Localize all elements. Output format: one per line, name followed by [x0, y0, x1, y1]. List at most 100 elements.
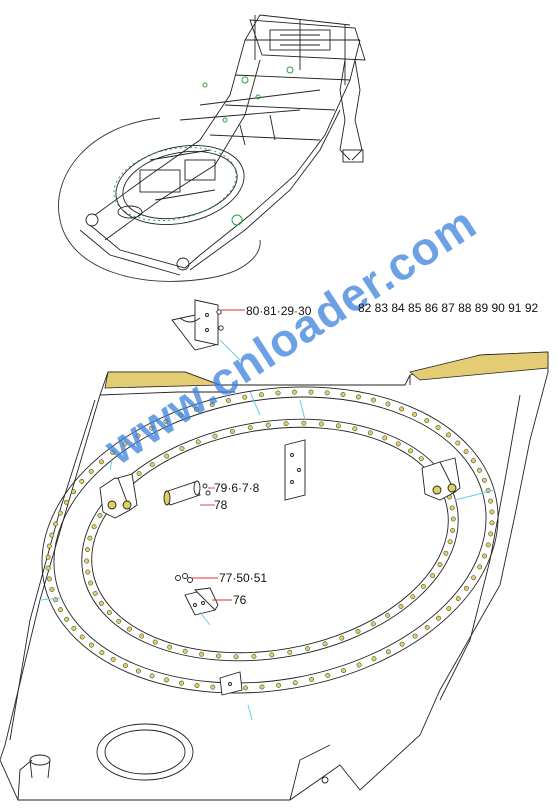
- bolt-hole: [225, 398, 231, 403]
- bolt-hole: [259, 684, 265, 690]
- bolt-hole: [488, 531, 494, 537]
- bolt-hole: [194, 683, 200, 688]
- clamp-left: [99, 473, 138, 519]
- bolt-hole: [164, 677, 169, 683]
- alignment-guides: [39, 339, 496, 721]
- bolt-hole: [179, 446, 185, 452]
- bolt-hole: [385, 649, 391, 655]
- bolt-hole: [265, 422, 271, 428]
- bolt-hole: [46, 576, 52, 582]
- bolt-hole: [355, 628, 361, 634]
- bolt-hole: [45, 554, 51, 560]
- bolt-hole: [412, 411, 418, 417]
- bolt-hole: [139, 633, 145, 639]
- bolt-hole: [79, 634, 85, 640]
- bolt-hole: [163, 418, 169, 424]
- bolt-hole: [455, 596, 461, 602]
- pin-part: [163, 480, 211, 506]
- bolt-hole: [339, 635, 345, 641]
- bolt-hole: [325, 672, 331, 678]
- bolt-hole: [88, 468, 94, 474]
- bolt-hole: [122, 441, 128, 447]
- bolt-hole: [247, 425, 253, 431]
- bolt-hole: [251, 653, 257, 659]
- bolt-hole: [352, 426, 358, 432]
- bolt-hole: [178, 412, 184, 418]
- bolt-hole: [356, 662, 362, 668]
- bolt-hole: [57, 510, 63, 516]
- bolt-hole: [449, 505, 455, 511]
- detail-magnifier: [58, 117, 261, 282]
- bolt-hole: [308, 389, 314, 395]
- bolt-hole: [324, 390, 330, 396]
- bolt-hole: [477, 564, 483, 570]
- bolt-hole: [471, 575, 477, 581]
- bolt-hole: [485, 542, 491, 548]
- bolt-hole: [182, 648, 188, 654]
- bolt-hole: [99, 459, 104, 465]
- bolt-hole: [322, 641, 328, 647]
- bolt-hole: [149, 462, 155, 467]
- bolt-hole: [399, 406, 405, 412]
- bolt-hole: [470, 458, 476, 464]
- bolt-hole: [420, 583, 426, 589]
- bolt-hole: [275, 390, 281, 396]
- bolt-hole: [164, 453, 170, 459]
- bolt-hole: [356, 394, 361, 400]
- callout-82-92: 82 83 84 85 86 87 88 89 90 91 92: [358, 301, 539, 315]
- bolt-hole: [122, 663, 128, 669]
- bolt-hole: [399, 641, 405, 647]
- bolt-hole: [412, 633, 418, 639]
- bolt-hole: [292, 680, 298, 686]
- chassis-frame: [79, 14, 366, 276]
- bolt-hole: [489, 520, 495, 526]
- bolt-hole: [243, 685, 248, 691]
- bolt-hole: [481, 477, 487, 483]
- slewing-ring: [41, 386, 499, 694]
- bolt-hole: [446, 432, 451, 438]
- bolt-hole: [450, 516, 456, 522]
- center-plate: [284, 439, 306, 501]
- bolt-hole: [195, 439, 201, 445]
- bolt-hole: [443, 550, 449, 556]
- bolt-hole: [152, 639, 158, 645]
- base-plate: [0, 351, 549, 801]
- bolt-hole: [371, 397, 376, 403]
- callout-80: 80·81·29·30: [246, 304, 312, 318]
- bolt-hole: [410, 594, 416, 600]
- bolt-hole: [430, 573, 435, 579]
- bolt-hole: [149, 425, 155, 431]
- callout-79: 79·6·7·8: [214, 481, 260, 495]
- bolt-hole: [287, 649, 293, 655]
- bolt-hole: [371, 656, 377, 662]
- accent-plates: [104, 351, 549, 389]
- bolt-hole: [450, 527, 456, 533]
- hinge-part: [175, 573, 219, 616]
- bolt-hole: [447, 539, 453, 545]
- bolt-hole: [91, 524, 97, 530]
- bolt-hole: [79, 478, 85, 484]
- bolt-hole: [424, 624, 430, 630]
- bracket-part: [171, 299, 224, 351]
- bolt-hole: [46, 543, 52, 549]
- bolt-hole: [482, 553, 487, 559]
- bolt-hole: [309, 677, 315, 682]
- bolt-hole: [167, 644, 173, 650]
- bolt-hole: [318, 421, 324, 427]
- bolt-hole: [395, 441, 401, 447]
- bolt-hole: [489, 509, 495, 515]
- bolt-hole: [455, 440, 461, 446]
- bolt-hole: [97, 512, 103, 518]
- bolt-hole: [84, 547, 90, 553]
- bolt-hole: [99, 650, 105, 656]
- bolt-hole: [408, 448, 413, 454]
- callout-78: 78: [214, 498, 228, 512]
- green-fasteners: [113, 66, 294, 226]
- bottom-clamp: [219, 671, 243, 696]
- bolt-hole: [233, 654, 239, 660]
- leader-lines: [192, 309, 245, 601]
- bolt-hole: [283, 421, 289, 427]
- bolt-hole: [477, 467, 482, 473]
